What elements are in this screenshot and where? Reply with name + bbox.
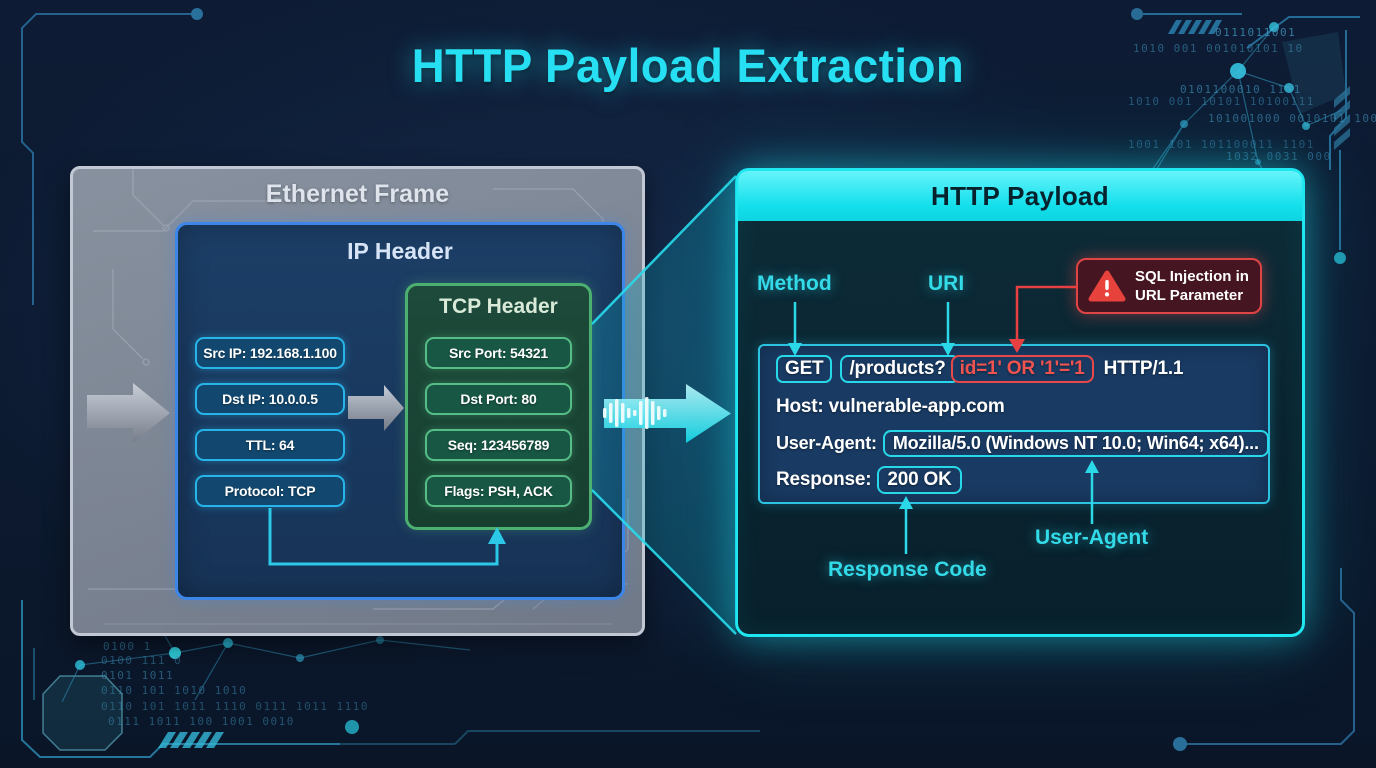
uri-token: /products? [840,355,960,383]
ip-fields: Src IP: 192.168.1.100 Dst IP: 10.0.0.5 T… [195,337,345,507]
binary-text: 0101 1011 [101,669,175,682]
hazard-stripes-top-right [1168,20,1222,34]
warning-text: SQL Injection in URL Parameter [1135,267,1249,306]
response-key: Response: [776,469,872,490]
response-code-callout-label: Response Code [828,558,987,581]
response-line: Response: 200 OK [776,466,962,494]
warning-triangle-icon [1088,270,1126,302]
binary-text: 1010 001 10101 10100111 [1128,95,1315,108]
host-line: Host: vulnerable-app.com [776,396,1005,418]
ip-field-src-ip: Src IP: 192.168.1.100 [195,337,345,369]
tcp-field-src-port: Src Port: 54321 [425,337,572,369]
sql-injection-warning-badge: SQL Injection in URL Parameter [1076,258,1262,314]
warning-text-line2: URL Parameter [1135,287,1244,304]
http-payload-title: HTTP Payload [931,180,1109,211]
tcp-header-panel: TCP Header Src Port: 54321 Dst Port: 80 … [405,283,592,530]
ip-field-dst-ip: Dst IP: 10.0.0.5 [195,383,345,415]
ethernet-frame-title: Ethernet Frame [265,180,450,208]
binary-text: 0110 101 1011 1110 0111 1011 1110 [101,700,370,713]
binary-text: 0100 1 [103,640,152,653]
tcp-fields: Src Port: 54321 Dst Port: 80 Seq: 123456… [425,337,572,507]
request-line: GET /products? id=1' OR '1'='1 HTTP/1.1 [776,355,1183,383]
injection-token: id=1' OR '1'='1 [950,355,1094,383]
binary-text: 0110 101 1010 1010 [101,684,248,697]
tcp-field-dst-port: Dst Port: 80 [425,383,572,415]
method-callout-label: Method [757,272,832,295]
ip-field-protocol: Protocol: TCP [195,475,345,507]
method-token: GET [776,355,833,383]
host-text: Host: vulnerable-app.com [776,396,1005,417]
tcp-field-flags: Flags: PSH, ACK [425,475,572,507]
tcp-field-seq: Seq: 123456789 [425,429,572,461]
tcp-header-title: TCP Header [439,295,558,318]
user-agent-key: User-Agent: [776,433,877,453]
hazard-stripes-bottom-left [158,732,224,748]
warning-text-line1: SQL Injection in [1135,267,1249,285]
http-version-text: HTTP/1.1 [1103,358,1184,379]
ip-header-title: IP Header [347,238,453,264]
user-agent-value-token: Mozilla/5.0 (Windows NT 10.0; Win64; x64… [882,430,1269,457]
ip-field-ttl: TTL: 64 [195,429,345,461]
user-agent-callout-label: User-Agent [1035,526,1149,549]
binary-text: 1032 0031 000 [1226,150,1332,163]
http-request-box: GET /products? id=1' OR '1'='1 HTTP/1.1 … [758,344,1270,504]
binary-text: 0111 1011 100 1001 0010 [108,715,295,728]
binary-text: 0100 111 0 [101,654,183,667]
uri-callout-label: URI [928,272,965,295]
binary-text: 101001000 0010101 100 [1208,112,1376,125]
user-agent-line: User-Agent: Mozilla/5.0 (Windows NT 10.0… [776,430,1269,457]
page-title: HTTP Payload Extraction [411,39,965,92]
response-value-token: 200 OK [877,466,962,494]
http-payload-header: HTTP Payload [738,171,1302,221]
